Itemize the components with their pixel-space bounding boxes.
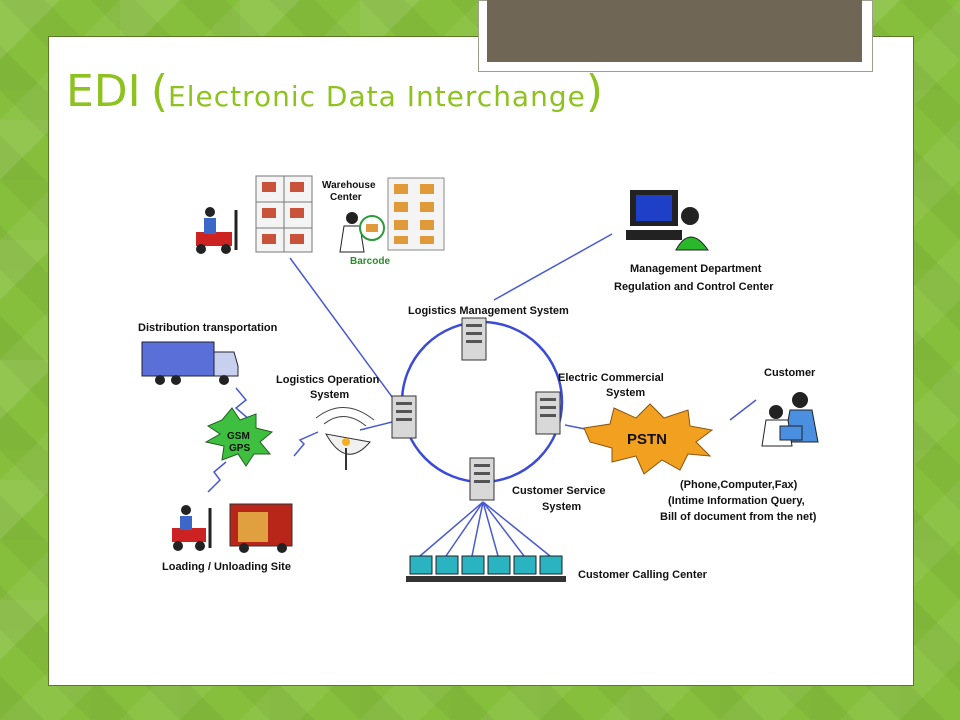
label-customer-service-2: System [542,501,581,513]
pstn-burst-icon [583,403,714,475]
calling-center-computers [406,555,566,582]
label-gsm: GSM [227,431,250,442]
line-customer [729,399,757,421]
server-icon-right [535,391,561,435]
label-customer: Customer [764,367,816,379]
loading-truck-icon [229,503,293,553]
title-subtitle: Electronic Data Interchange [168,80,586,113]
computer-icon-2 [432,555,462,582]
title-open-paren: ( [150,66,169,117]
satellite-dish-icon [315,407,375,470]
title-tab [487,0,862,62]
truck-icon [141,341,239,385]
label-management-2: Regulation and Control Center [614,281,774,293]
line-cc-3 [471,501,484,557]
title-main: EDI [66,66,141,117]
connection-lines [207,233,757,557]
label-distribution-transportation: Distribution transportation [138,322,278,334]
label-warehouse-center-1: Warehouse [322,180,376,191]
slide-title: EDI (Electronic Data Interchange) [66,66,603,117]
label-electric-commercial-1: Electric Commercial [558,372,664,384]
computer-icon-5 [510,555,540,582]
label-logistics-operation-1: Logistics Operation [276,374,380,386]
label-management-1: Management Department [630,263,762,275]
warehouse-boxes-icon [387,177,445,251]
customer-people-icon [761,392,819,447]
label-electric-commercial-2: System [606,387,645,399]
forklift-icon-bottom [172,505,212,551]
server-icon-bottom [469,457,495,501]
label-warehouse-center-2: Center [330,192,362,203]
label-customer-calling-center: Customer Calling Center [578,569,708,581]
label-barcode: Barcode [350,256,390,267]
computer-icon-4 [484,555,514,582]
warehouse-shelves-icon [255,175,313,253]
label-phone-info-1: (Phone,Computer,Fax) [680,479,798,491]
label-pstn: PSTN [627,431,667,448]
line-cc-2 [445,501,484,557]
line-satellite [359,421,393,431]
title-close-paren: ) [585,66,604,117]
line-cc-5 [482,501,525,557]
label-phone-info-2: (Intime Information Query, [668,495,805,507]
zigzag-gps [293,431,319,457]
line-management [493,233,613,301]
line-cc-4 [482,501,499,557]
label-loading-site: Loading / Unloading Site [162,561,291,573]
computer-icon-1 [406,555,436,582]
server-icon-left [391,395,417,439]
label-phone-info-3: Bill of document from the net) [660,511,817,523]
computer-icon-3 [458,555,488,582]
line-cc-6 [482,501,551,557]
line-warehouse [289,257,399,406]
computer-icon-6 [536,555,566,582]
management-computer-icon [626,190,709,251]
server-icon-top [461,317,487,361]
barcode-worker-icon [339,212,385,253]
label-gps: GPS [229,443,250,454]
gsm-gps-burst-icon [204,407,274,467]
label-logistics-management: Logistics Management System [408,305,569,317]
forklift-icon-top [196,207,238,254]
line-cc-1 [419,501,484,557]
zigzag-loading [207,461,227,493]
label-logistics-operation-2: System [310,389,349,401]
label-customer-service-1: Customer Service [512,485,606,497]
